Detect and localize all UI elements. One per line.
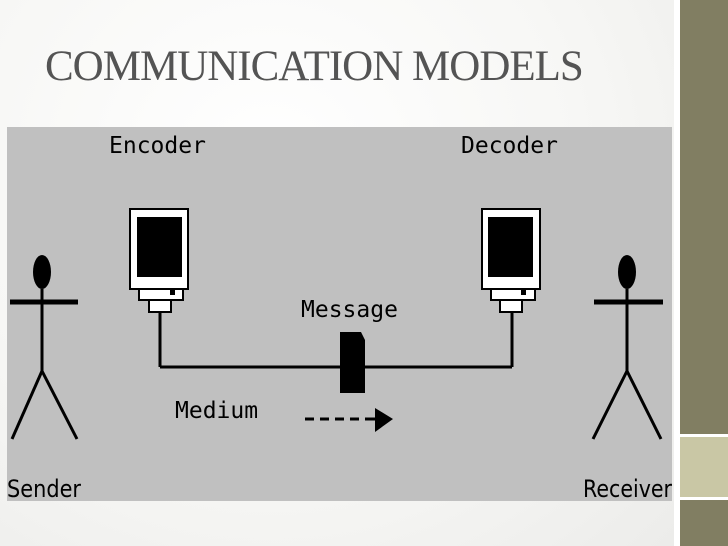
receiver-label: Receiver (583, 475, 672, 501)
receiver-figure-icon (591, 255, 663, 440)
side-accent-light-block (680, 437, 728, 497)
decoder-label: Decoder (461, 133, 558, 159)
side-accent-gap (674, 497, 728, 500)
encoder-label: Encoder (109, 133, 206, 159)
side-accent-gap (674, 434, 728, 437)
direction-arrow-icon (305, 408, 393, 432)
medium-line (158, 312, 514, 369)
diagram-canvas: Encoder Decoder Message Medium Sender Re… (7, 133, 672, 501)
communication-diagram: Encoder Decoder Message Medium Sender Re… (7, 127, 672, 501)
side-accent-divider (674, 0, 680, 546)
slide-title: COMMUNICATION MODELS (45, 43, 584, 90)
medium-label: Medium (175, 398, 258, 424)
encoder-computer-icon (129, 208, 189, 313)
message-document-icon (340, 332, 365, 393)
decoder-computer-icon (481, 208, 541, 313)
sender-label: Sender (7, 475, 81, 501)
sender-figure-icon (10, 255, 79, 440)
message-label: Message (301, 297, 398, 323)
